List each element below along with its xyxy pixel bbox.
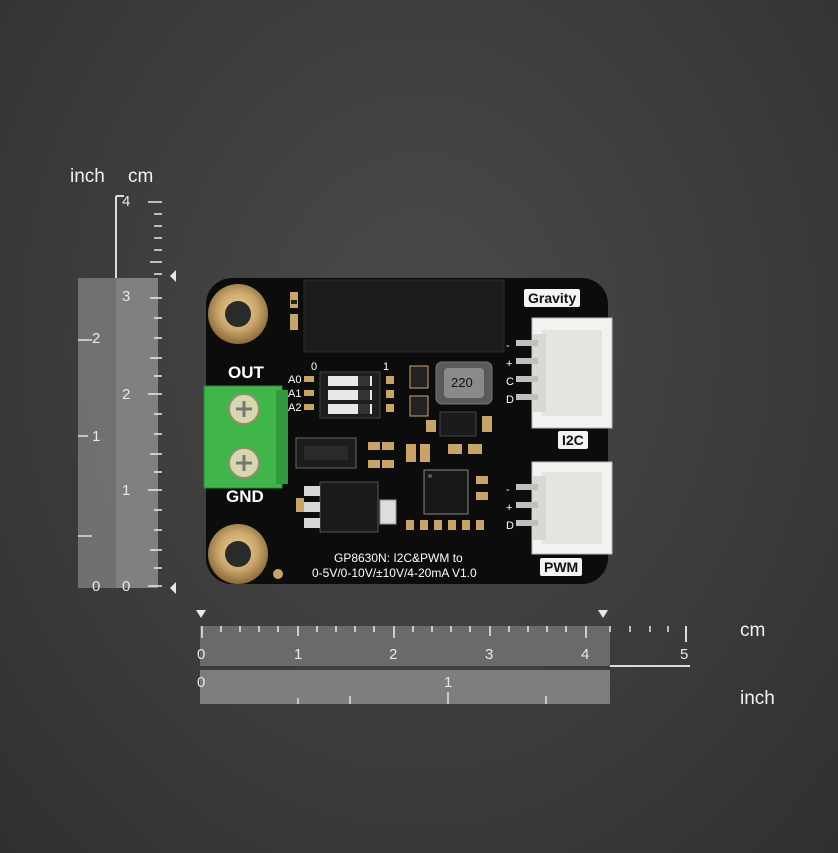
vertical-inch-tick-2: 2 xyxy=(92,330,101,347)
pwm-pin-minus: - xyxy=(506,484,510,496)
horizontal-ruler xyxy=(196,610,690,704)
i2c-tag: I2C xyxy=(558,431,588,449)
vertical-cm-tick-3: 3 xyxy=(122,288,131,305)
dip-label-0: 0 xyxy=(311,361,318,373)
horizontal-inch-tick-1: 1 xyxy=(444,674,453,691)
mounting-hole-top xyxy=(208,284,268,344)
address-label-a1: A1 xyxy=(288,388,302,400)
vertical-ruler-inch-label: inch xyxy=(70,166,105,187)
horizontal-cm-tick-5: 5 xyxy=(680,646,689,663)
i2c-connector xyxy=(516,317,613,429)
voltage-regulator xyxy=(304,481,379,533)
pwm-pin-d: D xyxy=(506,520,514,532)
dip-label-1: 1 xyxy=(383,361,390,373)
vertical-cm-tick-4: 4 xyxy=(122,193,131,210)
mounting-hole-bottom xyxy=(208,524,268,584)
board-title-line2: 0-5V/0-10V/±10V/4-20mA V1.0 xyxy=(312,566,477,580)
horizontal-cm-tick-4: 4 xyxy=(581,646,590,663)
i2c-pin-d: D xyxy=(506,394,514,406)
address-label-a0: A0 xyxy=(288,374,302,386)
vertical-cm-tick-0: 0 xyxy=(122,578,131,595)
horizontal-ruler-inch-label: inch xyxy=(740,688,775,709)
address-label-a2: A2 xyxy=(288,402,302,414)
horizontal-cm-tick-0: 0 xyxy=(197,646,206,663)
horizontal-cm-tick-2: 2 xyxy=(389,646,398,663)
screw-terminal-block xyxy=(203,385,288,489)
out-label: OUT xyxy=(228,363,264,382)
horizontal-ruler-cm-label: cm xyxy=(740,620,766,641)
vertical-inch-tick-0: 0 xyxy=(92,578,101,595)
main-ic-chip xyxy=(423,469,469,515)
horizontal-inch-tick-0: 0 xyxy=(197,674,206,691)
vertical-cm-tick-2: 2 xyxy=(122,386,131,403)
i2c-pin-minus: - xyxy=(506,340,510,352)
i2c-pin-c: C xyxy=(506,376,514,388)
dip-switch xyxy=(319,371,381,419)
vertical-cm-tick-1: 1 xyxy=(122,482,131,499)
horizontal-cm-tick-1: 1 xyxy=(294,646,303,663)
board-title-line1: GP8630N: I2C&PWM to xyxy=(334,551,463,565)
pwm-tag: PWM xyxy=(540,558,583,576)
inductor-label: 220 xyxy=(451,375,473,390)
gravity-tag: Gravity xyxy=(524,289,581,307)
inductor xyxy=(435,361,493,405)
horizontal-cm-tick-3: 3 xyxy=(485,646,494,663)
vertical-ruler xyxy=(78,195,176,594)
i2c-pin-plus: + xyxy=(506,358,513,370)
gnd-label: GND xyxy=(226,487,264,506)
pwm-connector xyxy=(516,461,613,555)
vertical-ruler-cm-label: cm xyxy=(128,166,154,187)
vertical-inch-tick-1: 1 xyxy=(92,428,101,445)
pcb-board xyxy=(203,278,613,584)
pwm-pin-plus: + xyxy=(506,502,513,514)
